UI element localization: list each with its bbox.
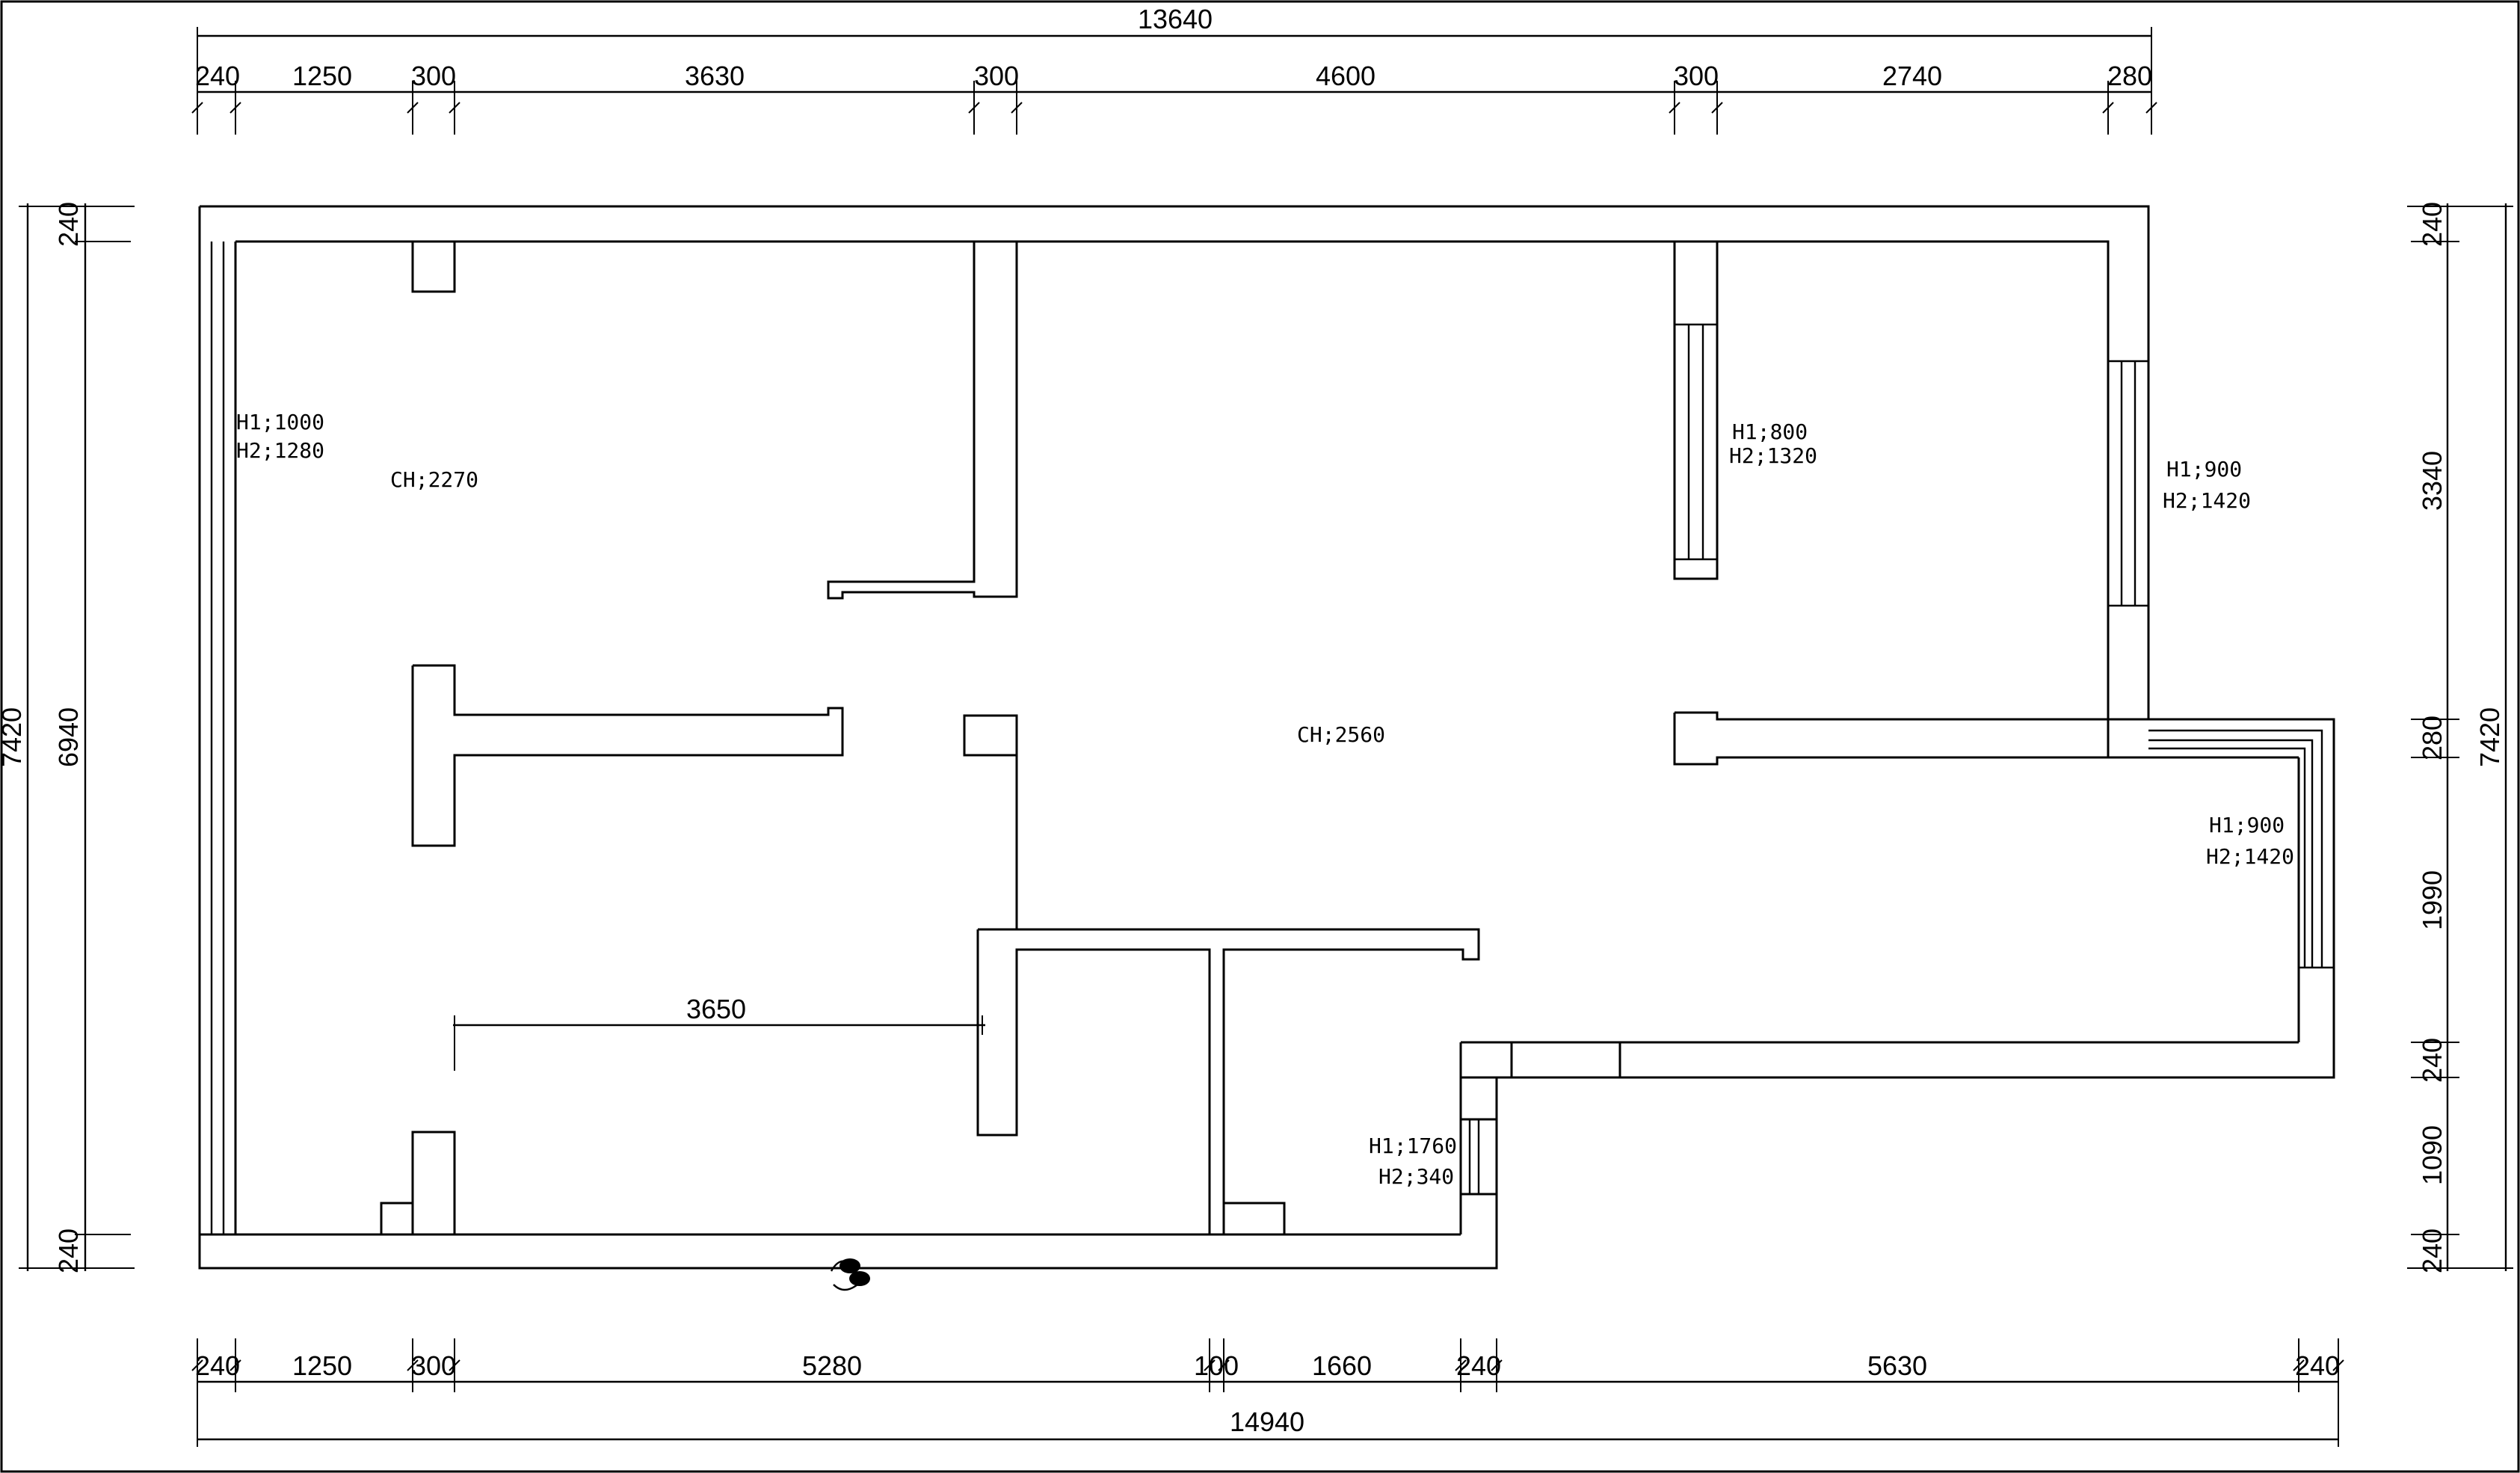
window-right-h1: H1;900 (2166, 457, 2242, 482)
bottom-tick-1-slash (229, 1359, 241, 1371)
top-dim-5: 300 (974, 61, 1019, 91)
window-mid-h1: H1;800 (1732, 419, 1808, 444)
top-dim-2: 1250 (292, 61, 352, 91)
top-tick-3-slash (449, 102, 460, 114)
right-overall-dim: 7420 (2474, 707, 2505, 767)
bottom-dim-7: 240 (1456, 1350, 1501, 1381)
bottom-dim-3: 300 (411, 1350, 456, 1381)
ceiling-height-living: CH;2560 (1297, 722, 1385, 747)
window-bottom-h2: H2;340 (1378, 1164, 1454, 1189)
top-tick-0-slash (191, 102, 203, 114)
window-mid-h2: H2;1320 (1729, 443, 1817, 468)
bottom-dim-1: 240 (195, 1350, 240, 1381)
bottom-dim-5: 100 (1194, 1350, 1239, 1381)
window-bay-h1: H1;900 (2209, 813, 2285, 837)
right-dim-1: 240 (2417, 202, 2447, 247)
walls (198, 205, 2335, 1291)
left-inner-dim: 6940 (53, 707, 84, 767)
top-tick-2-slash (407, 102, 419, 114)
dimension-labels: 13640 14940 240 1250 300 3630 300 4600 3… (0, 4, 2505, 1437)
bottom-dim-8: 5630 (1867, 1350, 1927, 1381)
window-bay-h2: H2;1420 (2206, 844, 2294, 869)
left-overall-dim: 7420 (0, 707, 27, 767)
top-dim-8: 2740 (1882, 61, 1942, 91)
top-tick-1-slash (229, 102, 241, 114)
window-right-h2: H2;1420 (2163, 488, 2251, 513)
bottom-tick-6-slash (1455, 1359, 1467, 1371)
door-symbol-icon (830, 1258, 870, 1291)
top-dim-1: 240 (195, 61, 240, 91)
bottom-tick-5-slash (1218, 1359, 1230, 1371)
top-overall-dim: 13640 (1138, 4, 1213, 34)
top-tick-5-slash (1011, 102, 1023, 114)
bottom-dim-6: 1660 (1312, 1350, 1372, 1381)
top-tick-9-slash (2145, 102, 2157, 114)
left-bottom-dim: 240 (53, 1228, 84, 1273)
top-dim-6: 4600 (1316, 61, 1375, 91)
right-dim-4: 1990 (2417, 870, 2447, 930)
top-tick-7-slash (1711, 102, 1723, 114)
top-dim-4: 3630 (685, 61, 745, 91)
top-dim-7: 300 (1674, 61, 1719, 91)
top-tick-4-slash (968, 102, 980, 114)
bottom-tick-4-slash (1204, 1359, 1216, 1371)
bottom-dim-4: 5280 (802, 1350, 862, 1381)
top-tick-8-slash (2102, 102, 2114, 114)
right-dim-5: 240 (2417, 1038, 2447, 1083)
bottom-tick-8-slash (2293, 1359, 2305, 1371)
window-left-h2: H2;1280 (236, 438, 324, 463)
dimension-lines (19, 27, 2513, 1447)
room-annotations: CH;2270 CH;2560 H1;1000 H2;1280 H1;800 H… (236, 410, 2294, 1189)
top-dim-9: 280 (2107, 61, 2152, 91)
bottom-tick-2-slash (407, 1359, 419, 1371)
right-dim-2: 3340 (2417, 451, 2447, 511)
bottom-tick-7-slash (1491, 1359, 1503, 1371)
bottom-dim-2: 1250 (292, 1350, 352, 1381)
bottom-overall-dim: 14940 (1230, 1406, 1304, 1437)
bottom-dim-9: 240 (2295, 1350, 2340, 1381)
bottom-tick-3-slash (449, 1359, 460, 1371)
top-tick-6-slash (1669, 102, 1680, 114)
right-dim-6: 1090 (2417, 1125, 2447, 1185)
window-left-h1: H1;1000 (236, 410, 324, 434)
inner-wall (235, 240, 2110, 719)
ceiling-height-left: CH;2270 (390, 467, 478, 492)
interior-dim: 3650 (686, 994, 746, 1024)
left-top-dim: 240 (53, 202, 84, 247)
right-dim-3: 280 (2417, 716, 2447, 760)
right-dim-7: 240 (2417, 1228, 2447, 1273)
window-bottom-h1: H1;1760 (1369, 1134, 1457, 1158)
outer-wall (198, 205, 2335, 1270)
top-dim-3: 300 (411, 61, 456, 91)
